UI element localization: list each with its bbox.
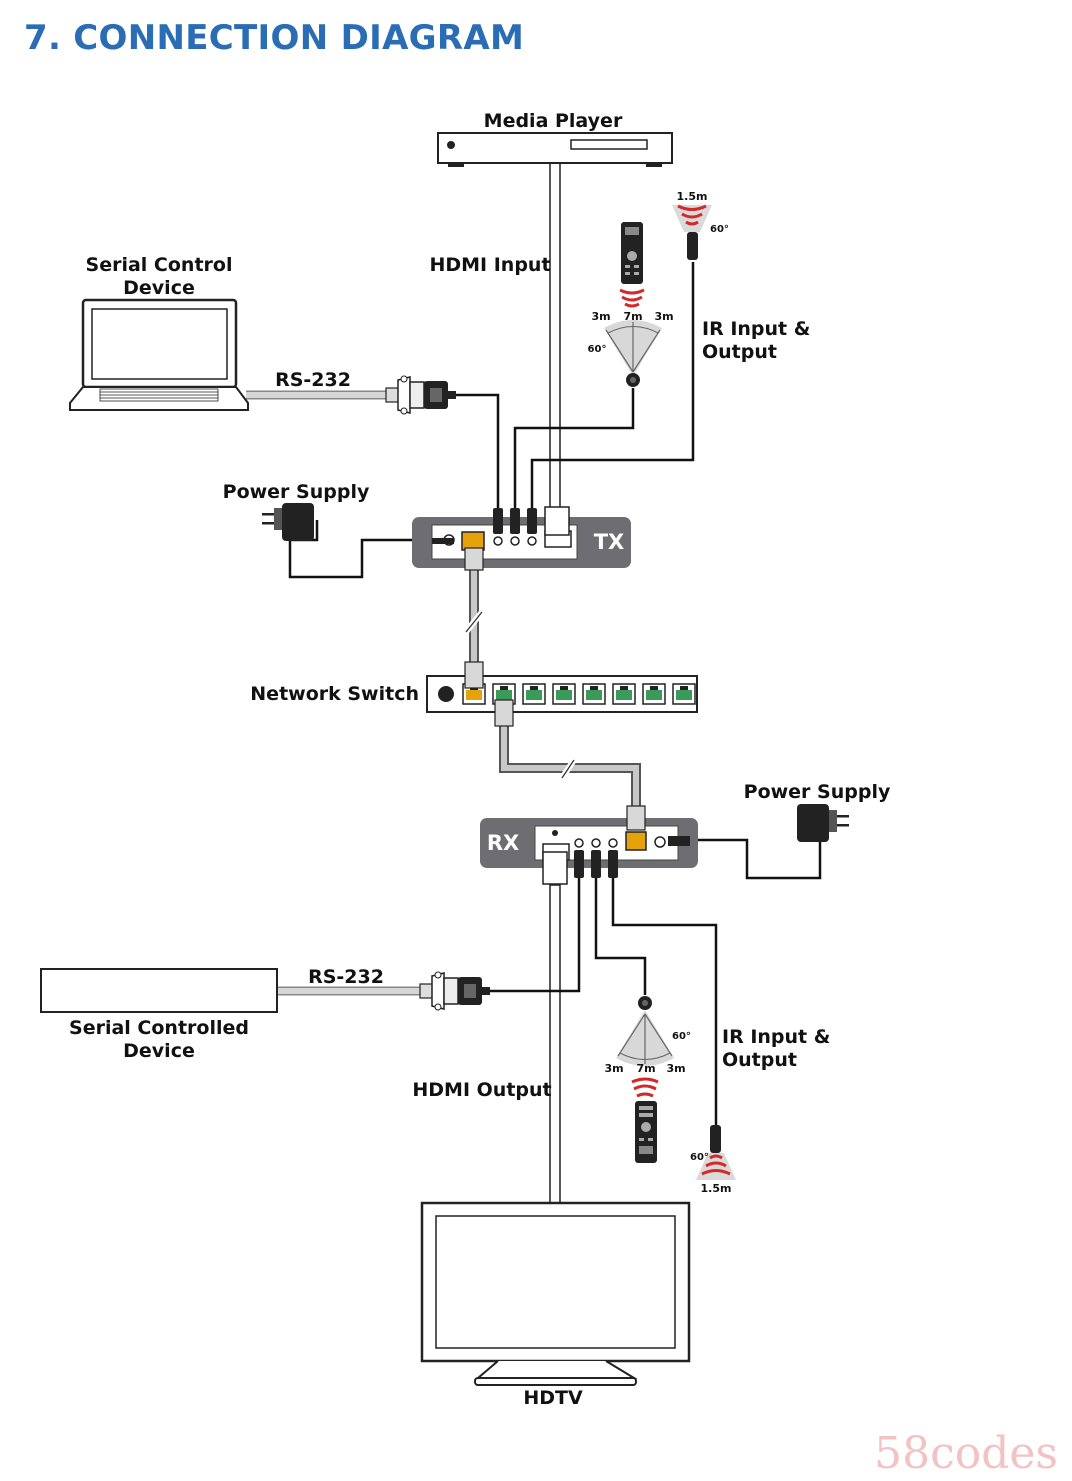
tx-label: TX (594, 530, 625, 554)
ir-bottom-label-line2: Output (722, 1049, 797, 1071)
hdtv-icon (420, 1201, 691, 1386)
power-adapter-top-icon (262, 503, 314, 541)
ir-top-receiver-right: 3m (654, 310, 673, 323)
ir-top-receiver-angle: 60° (588, 344, 607, 355)
rs232-bottom-label: RS-232 (308, 966, 384, 988)
ir-receiver-top-icon (604, 320, 662, 387)
lan-cables (463, 570, 641, 808)
media-player-label: Media Player (484, 110, 623, 132)
power-adapter-bottom-icon (797, 804, 849, 842)
hdmi-input-label: HDMI Input (429, 254, 550, 276)
ir-top-receiver-left: 3m (591, 310, 610, 323)
switch-port (642, 683, 666, 705)
ir-top-sensor-distance: 1.5m (677, 190, 708, 203)
tx-device (412, 506, 631, 571)
hdmi-output-cable (549, 884, 561, 1206)
ir-top-label-line2: Output (702, 341, 777, 363)
network-switch-label: Network Switch (250, 683, 419, 705)
ir-bottom-receiver-center: 7m (636, 1062, 655, 1075)
rx-control-wires (490, 838, 822, 1125)
rs232-top-label: RS-232 (275, 369, 351, 391)
rx-label: RX (487, 831, 519, 855)
db9-connector-top-icon (385, 375, 456, 415)
laptop-icon (69, 298, 249, 411)
network-switch (426, 661, 698, 727)
power-supply-bottom-label: Power Supply (744, 781, 891, 803)
switch-port (522, 683, 546, 705)
ir-top-sensor-angle: 60° (710, 224, 729, 235)
media-player (437, 132, 673, 167)
serial-controlled-label-line1: Serial Controlled (69, 1017, 249, 1039)
ir-top-label-line1: IR Input & (702, 318, 810, 340)
ir-remote-bottom-icon (631, 1077, 659, 1163)
ir-sensor-top-icon (672, 204, 712, 260)
switch-port (552, 683, 576, 705)
ir-bottom-receiver-left: 3m (604, 1062, 623, 1075)
switch-port (672, 683, 696, 705)
ir-sensor-bottom-icon (696, 1125, 736, 1180)
switch-ports (462, 683, 696, 705)
ir-remote-top-icon (619, 222, 645, 308)
switch-port (492, 683, 516, 705)
watermark: 58codes (874, 1428, 1058, 1479)
rx-device (480, 805, 698, 885)
serial-control-label-line2: Device (123, 277, 195, 299)
switch-port (612, 683, 636, 705)
hdtv-label: HDTV (523, 1387, 583, 1409)
serial-controlled-device (40, 968, 278, 1013)
switch-port (582, 683, 606, 705)
ir-bottom-receiver-angle: 60° (672, 1031, 691, 1042)
page-title: 7. CONNECTION DIAGRAM (24, 18, 525, 58)
serial-control-label-line1: Serial Control (86, 254, 233, 276)
ir-bottom-sensor-angle: 60° (690, 1152, 709, 1163)
tx-control-wires (288, 262, 695, 579)
hdmi-output-label: HDMI Output (412, 1079, 551, 1101)
ir-bottom-receiver-right: 3m (666, 1062, 685, 1075)
db9-connector-bottom-icon (419, 971, 490, 1011)
ir-receiver-bottom-icon (616, 996, 674, 1066)
ir-bottom-sensor-distance: 1.5m (701, 1182, 732, 1195)
ir-bottom-label-line1: IR Input & (722, 1026, 830, 1048)
serial-controlled-label-line2: Device (123, 1040, 195, 1062)
power-supply-top-label: Power Supply (223, 481, 370, 503)
ir-top-receiver-center: 7m (623, 310, 642, 323)
